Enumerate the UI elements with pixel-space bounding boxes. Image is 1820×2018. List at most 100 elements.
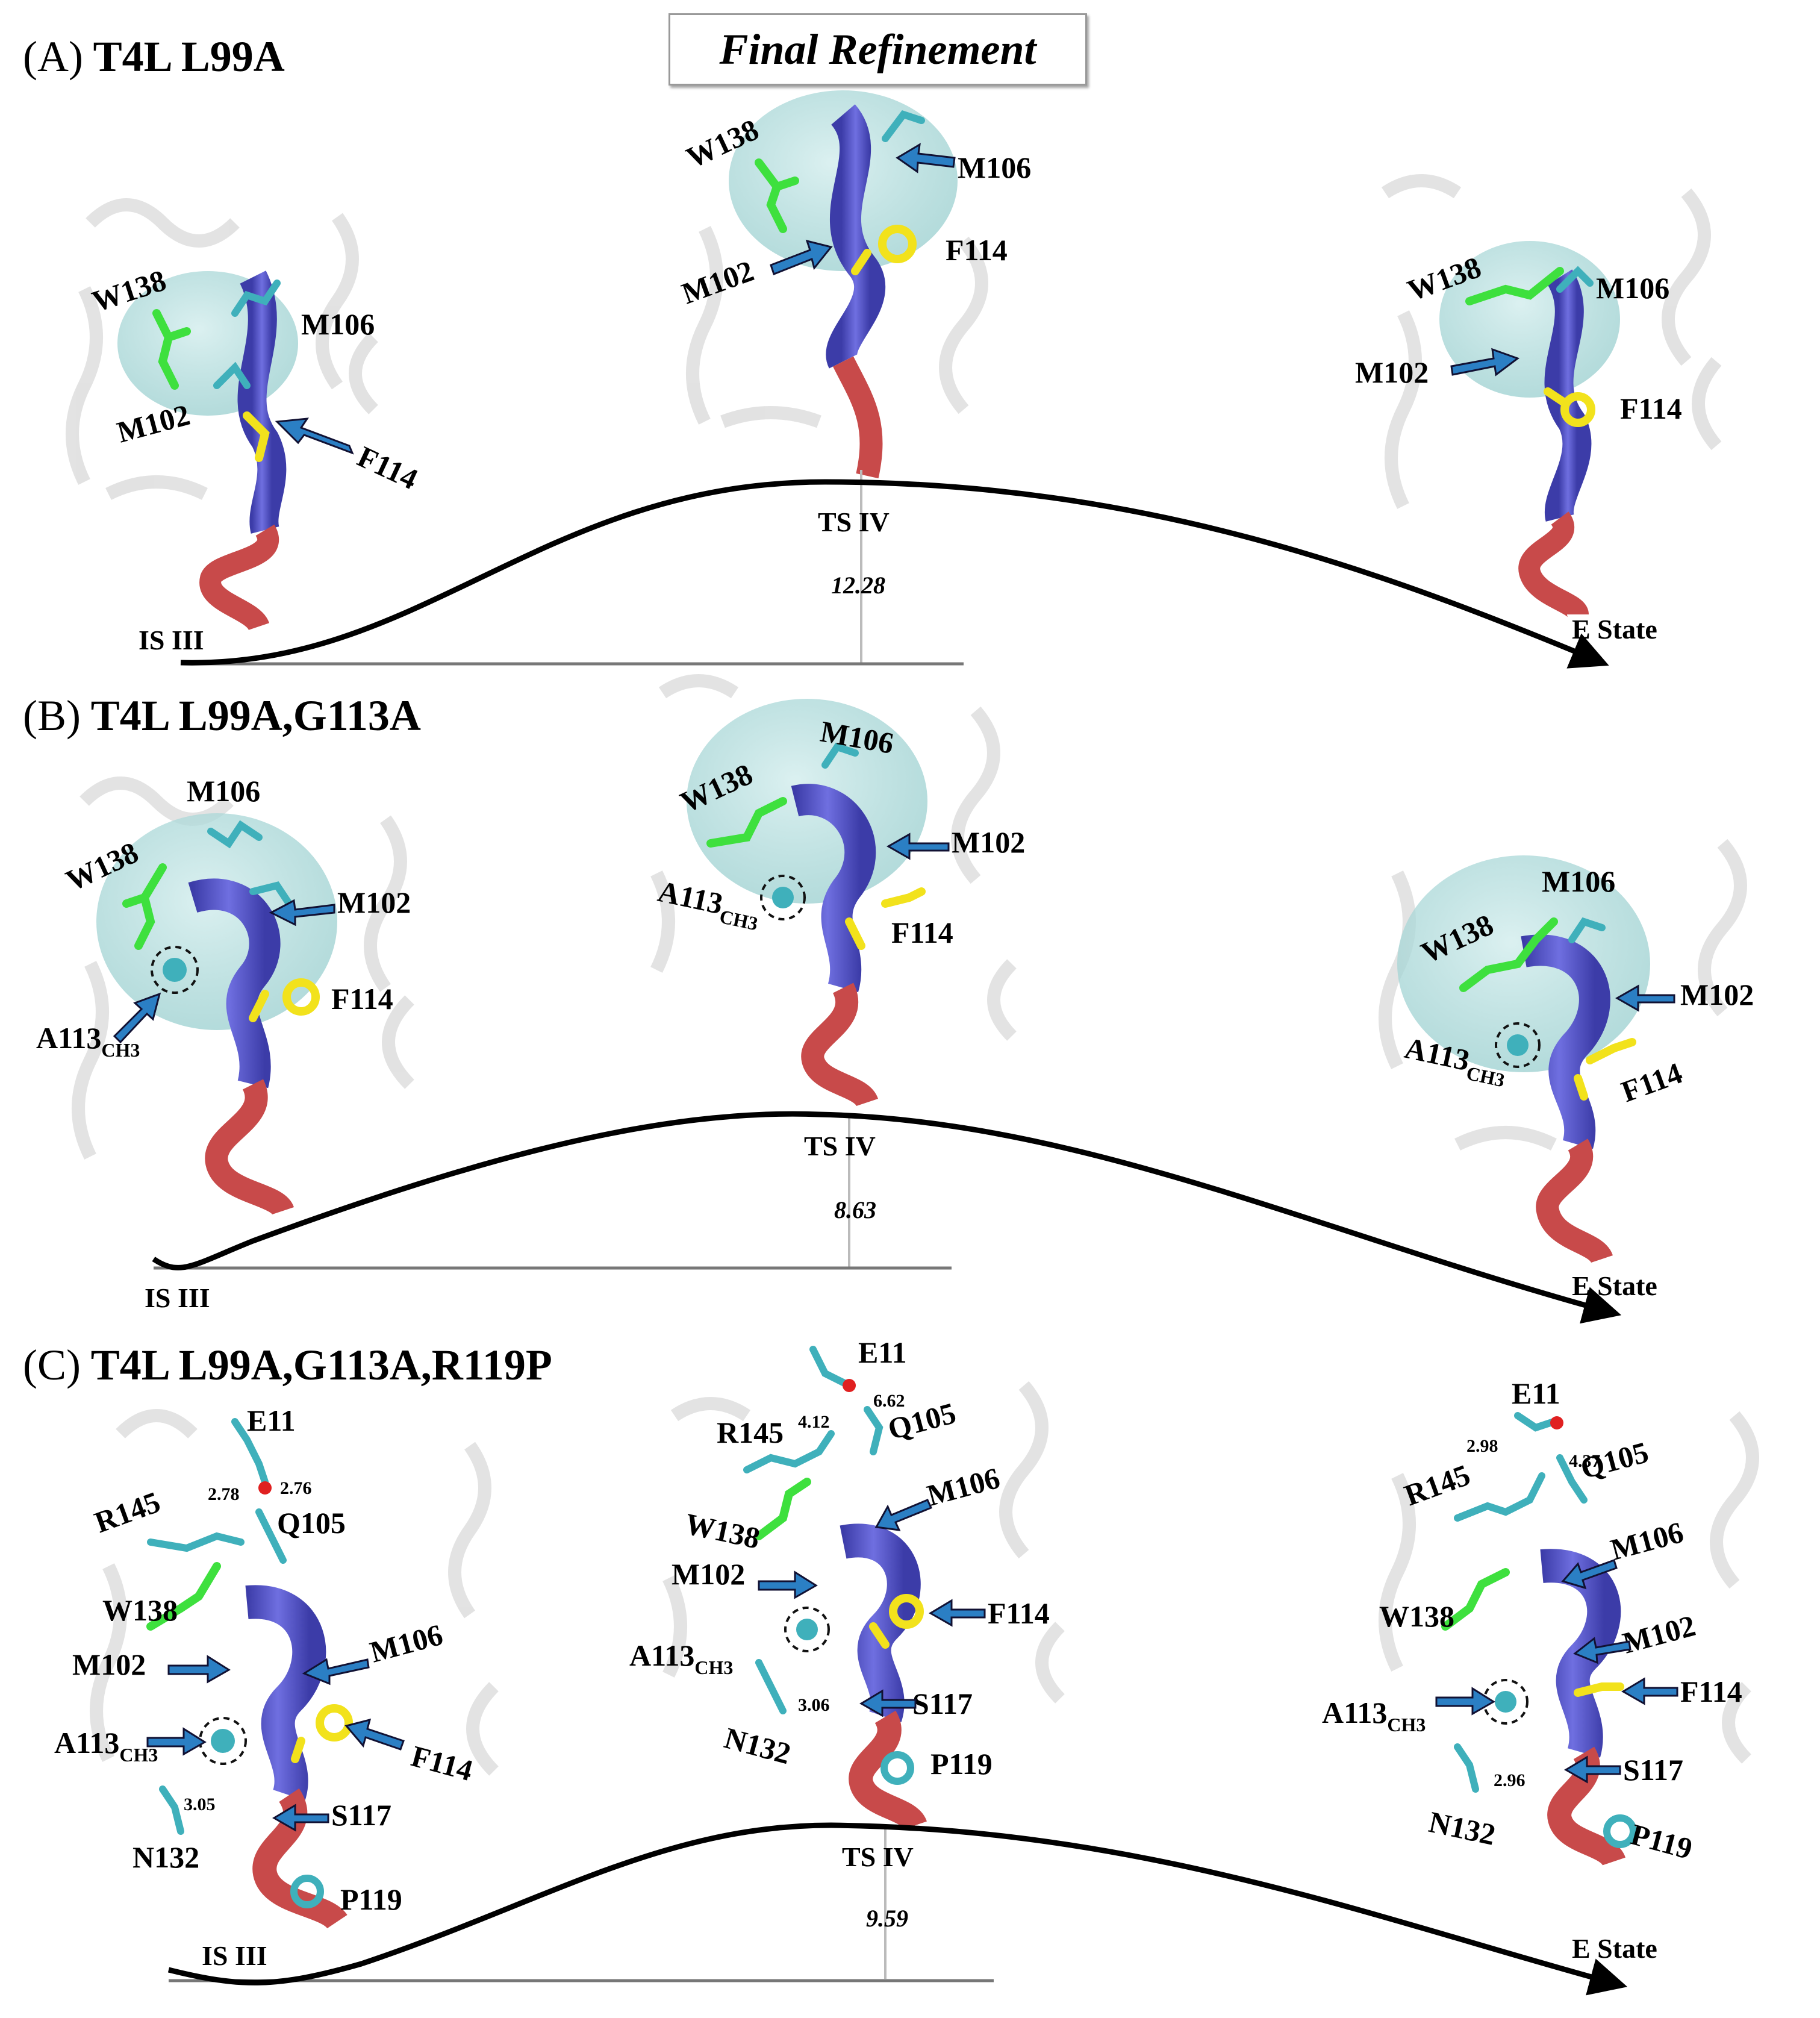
arrow-icon xyxy=(1564,1755,1621,1784)
label-m102: M102 xyxy=(113,398,193,449)
w138-sidechain xyxy=(1459,917,1558,992)
p119-sidechain xyxy=(290,1875,324,1908)
helix-f xyxy=(1521,934,1610,1149)
label-n132: N132 xyxy=(1426,1805,1498,1852)
label-m106: M106 xyxy=(923,1461,1003,1513)
w138-sidechain xyxy=(146,1562,221,1631)
label-a113: A113CH3 xyxy=(36,1021,140,1061)
helix-terminus xyxy=(833,356,883,479)
e11-sidechain xyxy=(1514,1412,1557,1432)
label-m102: M102 xyxy=(337,886,411,919)
m106-sidechain xyxy=(231,280,281,317)
label-m106: M106 xyxy=(1542,864,1615,898)
ts-label: TS IV xyxy=(804,1131,876,1161)
distance-label: 2.76 xyxy=(280,1478,312,1498)
label-m102: M102 xyxy=(1619,1608,1699,1660)
m106-sidechain xyxy=(821,742,859,769)
distance-label: 4.12 xyxy=(798,1412,830,1432)
helix-terminus xyxy=(205,1079,295,1217)
w138-sidechain xyxy=(706,797,787,848)
label-q105: Q105 xyxy=(277,1506,346,1540)
label-m102: M102 xyxy=(952,825,1025,859)
barrier-value: 9.59 xyxy=(866,1905,908,1932)
panel-b-left-structure: M106 W138 M102 F114 A113CH3 xyxy=(36,774,411,1217)
a113-methyl xyxy=(211,1729,235,1753)
arrow-icon xyxy=(1450,348,1520,376)
label-f114: F114 xyxy=(352,439,423,496)
arrow-icon xyxy=(770,239,833,275)
f114-sidechain xyxy=(291,1704,353,1763)
label-w138: W138 xyxy=(1379,1599,1454,1633)
arrow-icon xyxy=(896,143,956,173)
n132-sidechain xyxy=(755,1659,787,1714)
arrow-icon xyxy=(275,417,354,455)
w138-sidechain xyxy=(1441,1568,1510,1631)
panel-c: (C) T4L L99A,G113A,R119P E11 R145 Q105 W… xyxy=(23,1335,1759,1996)
panel-b-title: (B) T4L L99A,G113A xyxy=(23,692,421,740)
label-m106: M106 xyxy=(958,151,1031,184)
label-m106: M106 xyxy=(301,307,375,341)
helix-terminus xyxy=(1536,1139,1613,1264)
e11-sidechain xyxy=(231,1418,269,1485)
label-m102: M102 xyxy=(72,1648,146,1681)
label-f114: F114 xyxy=(1620,392,1682,425)
label-m106: M106 xyxy=(1596,271,1669,305)
f114-sidechain xyxy=(845,887,926,950)
label-r145: R145 xyxy=(90,1485,165,1540)
a113-highlight-ring xyxy=(784,1607,830,1652)
label-f114: F114 xyxy=(1680,1675,1742,1708)
panel-b-mid-structure: M106 W138 M102 F114 A113CH3 xyxy=(655,699,1025,1108)
a113-methyl xyxy=(796,1619,818,1640)
arrow-icon xyxy=(1561,1559,1618,1590)
label-f114: F114 xyxy=(331,982,393,1016)
e11-sidechain xyxy=(809,1346,853,1389)
f114-sidechain xyxy=(1574,1038,1636,1101)
helix-terminus xyxy=(801,982,879,1108)
state-left: IS III xyxy=(139,625,204,655)
label-f114: F114 xyxy=(891,916,953,949)
panel-c-left-structure: E11 R145 Q105 W138 M102 M106 F114 S117 N… xyxy=(54,1404,476,1930)
label-p119: P119 xyxy=(340,1882,402,1916)
arrow-icon xyxy=(146,1727,207,1756)
m102-sidechain xyxy=(249,881,293,907)
arrow-icon xyxy=(167,1655,231,1684)
label-a113: A113CH3 xyxy=(629,1638,733,1678)
distance-label: 2.98 xyxy=(1466,1436,1498,1456)
panel-a-left-protein-bg xyxy=(66,198,378,500)
arrow-icon xyxy=(1615,984,1675,1012)
panel-c-right-structure: E11 R145 Q105 M106 W138 M102 F114 S117 N… xyxy=(1322,1376,1742,1867)
panel-c-title: (C) T4L L99A,G113A,R119P xyxy=(23,1341,552,1389)
label-a113: A113CH3 xyxy=(1322,1696,1426,1735)
state-left: IS III xyxy=(145,1282,210,1313)
label-r145: R145 xyxy=(717,1416,784,1449)
panel-b-protein-bg xyxy=(72,674,1747,1160)
label-m106: M106 xyxy=(366,1617,446,1669)
label-e11: E11 xyxy=(858,1335,907,1369)
p119-sidechain xyxy=(1603,1814,1637,1848)
w138-sidechain xyxy=(1465,267,1564,305)
state-right: E State xyxy=(1572,1933,1657,1964)
helix-f xyxy=(188,878,281,1089)
label-w138: W138 xyxy=(102,1593,178,1627)
w138-sidechain xyxy=(122,863,167,950)
a113-methyl xyxy=(163,958,187,982)
state-left: IS III xyxy=(202,1940,267,1971)
panel-a: (A) T4L L99A W138 M106 M102 F114 xyxy=(23,33,1722,669)
arrow-icon xyxy=(758,1570,818,1599)
helix-f xyxy=(791,784,876,993)
arrow-icon xyxy=(886,833,950,860)
q105-sidechain xyxy=(255,1508,287,1564)
label-s117: S117 xyxy=(912,1687,973,1720)
helix-terminus xyxy=(1518,511,1589,619)
state-right: E State xyxy=(1572,614,1657,645)
arrow-icon xyxy=(302,1658,370,1685)
arrow-icon xyxy=(859,1689,917,1717)
a113-methyl xyxy=(1507,1034,1529,1056)
distance-label: 3.06 xyxy=(798,1695,830,1715)
label-m102: M102 xyxy=(1355,355,1429,389)
a113-methyl xyxy=(1495,1691,1516,1713)
label-f114: F114 xyxy=(1617,1056,1687,1109)
barrier-value: 8.63 xyxy=(834,1196,876,1223)
r145-sidechain xyxy=(743,1430,835,1473)
q105-sidechain xyxy=(864,1406,884,1455)
